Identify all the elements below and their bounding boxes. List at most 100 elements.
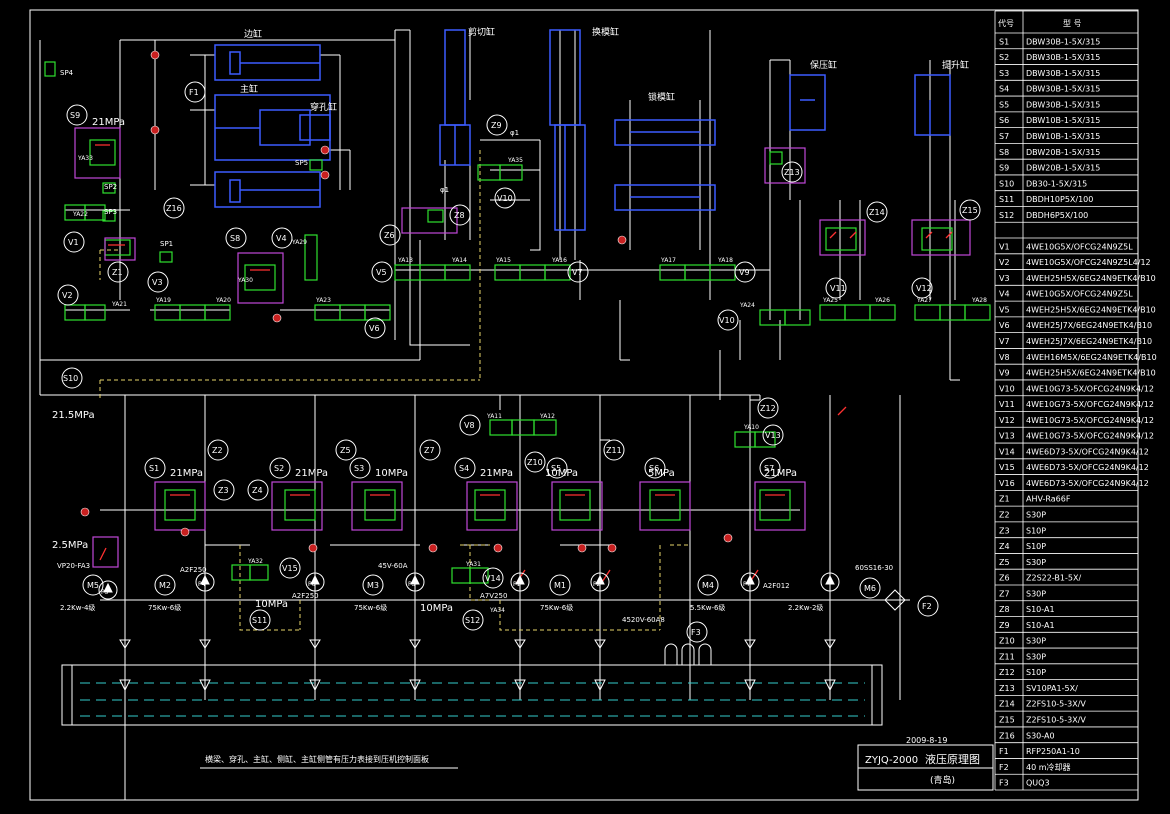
bom-code: Z2 [999, 510, 1010, 519]
bom-model: 4WE10G73-5X/OFCG24N9K4/12 [1026, 432, 1154, 441]
bom-code: V4 [999, 290, 1010, 299]
bom-code: Z12 [999, 668, 1015, 677]
label-v4: V4 [276, 234, 287, 243]
orifice-phi1b: φ1 [440, 186, 449, 194]
label-z15: Z15 [962, 206, 978, 215]
bom-code: Z10 [999, 637, 1015, 646]
bom-code: V13 [999, 432, 1015, 441]
bom-model: DBW30B-1-5X/315 [1026, 69, 1100, 78]
bom-model: 4WE6D73-5X/OFCG24N9K4/12 [1026, 447, 1149, 456]
pressure-s4: 21MPa [480, 468, 513, 479]
bom-code: S7 [999, 132, 1009, 141]
bom-code: V15 [999, 463, 1015, 472]
bom-code: Z6 [999, 574, 1010, 583]
label-m6: M6 [864, 584, 876, 593]
bom-code: Z3 [999, 526, 1010, 535]
title-place: (青岛) [930, 774, 955, 786]
title-date: 2009-8-19 [906, 736, 947, 745]
callouts [57, 81, 981, 643]
bom-code: S10 [999, 179, 1014, 188]
pressure-s1: 21MPa [170, 468, 203, 479]
label-m3: M3 [367, 581, 379, 590]
bom-code: V7 [999, 337, 1010, 346]
label-s3: S3 [354, 464, 364, 473]
label-s12: S12 [465, 616, 480, 625]
label-p6: P6 [308, 581, 316, 588]
bom-code: S12 [999, 211, 1014, 220]
bom-model: 4WE10G5X/OFCG24N9Z5L4/12 [1026, 258, 1151, 267]
bom-code: S1 [999, 37, 1009, 46]
bom-model: DBW20B-1-5X/315 [1026, 148, 1100, 157]
label-v1: V1 [68, 238, 79, 247]
bom-code: V3 [999, 274, 1010, 283]
bom-code: S5 [999, 100, 1009, 109]
label-z14: Z14 [869, 208, 885, 217]
bom-model: DBW30B-1-5X/315 [1026, 37, 1100, 46]
pump-m6-motor: 2.2Kw-2级 [788, 603, 823, 612]
label-ya13: YA13 [397, 257, 413, 264]
label-side-cylinder: 边缸 [244, 28, 262, 40]
label-z1: Z1 [112, 268, 123, 277]
label-v9: V9 [739, 268, 750, 277]
label-v7: V7 [572, 268, 583, 277]
bom-header-model: 型 号 [1063, 19, 1082, 28]
pressure-v15: 10MPa [255, 599, 288, 610]
bom-model: Z2S22-B1-5X/ [1026, 574, 1081, 583]
bom-model: Z2FS10-5-3X/V [1026, 716, 1086, 725]
bom-code: Z15 [999, 716, 1015, 725]
pump-p1-model: A7V250 [480, 592, 507, 600]
label-sp3: SP3 [104, 208, 117, 216]
pump-p5-model: VP20-FA3 [57, 562, 90, 570]
label-s6: S6 [649, 464, 659, 473]
label-z2: Z2 [212, 446, 223, 455]
label-s1: S1 [149, 464, 159, 473]
pilot-lines [99, 150, 690, 631]
bom-model: 40 m冷却器 [1026, 762, 1071, 772]
bom-model: DBW30B-1-5X/315 [1026, 53, 1100, 62]
label-s7: S7 [764, 464, 774, 473]
label-pierce-cylinder: 穿孔缸 [310, 101, 337, 113]
bom-model: DBW10B-1-5X/315 [1026, 116, 1100, 125]
bom-model: 4WE6D73-5X/OFCG24N9K4/12 [1026, 479, 1149, 488]
label-s9: S9 [70, 111, 80, 120]
bom-model: 4WEH25J7X/6EG24N9ETK4/B10 [1026, 337, 1152, 346]
bom-code: V1 [999, 242, 1010, 251]
bom-code: V5 [999, 305, 1010, 314]
bom-code: S11 [999, 195, 1014, 204]
label-p5: P5 [101, 589, 109, 596]
label-p3: P3 [408, 581, 416, 588]
oil-tank [61, 643, 883, 726]
label-ya27: YA27 [916, 297, 932, 304]
bom-code: F1 [999, 747, 1009, 756]
bom-model: DBW20B-1-5X/315 [1026, 164, 1100, 173]
label-p4: P4 [198, 581, 206, 588]
label-shear-cylinder: 剪切缸 [468, 26, 495, 38]
label-m4: M4 [702, 581, 714, 590]
label-p1: P1 [513, 581, 521, 588]
pump-p4-motor: 75Kw-6级 [148, 603, 181, 612]
panel-note: 横梁、穿孔、主缸、侧缸、主缸侧管有压力表接到压机控制面板 [205, 754, 429, 764]
label-ya33: YA33 [77, 155, 93, 162]
bom-model: S30P [1026, 637, 1046, 646]
pressure-s6: 5MPa [648, 468, 675, 479]
label-m5: M5 [87, 581, 99, 590]
label-v11: V11 [830, 284, 846, 293]
label-ya15: YA15 [495, 257, 511, 264]
title-name: 液压原理图 [925, 752, 980, 766]
bom-code: Z5 [999, 558, 1010, 567]
pressure-s5: 10MPa [545, 468, 578, 479]
bom-code: V6 [999, 321, 1010, 330]
title-block: 2009-8-19 ZYJQ-2000 液压原理图 (青岛) [857, 736, 994, 791]
bom-code: V10 [999, 384, 1015, 393]
pump-p3-model: 45V-60A [378, 562, 408, 570]
label-ya12: YA12 [539, 413, 555, 420]
bom-code: Z14 [999, 700, 1015, 709]
bom-code: Z8 [999, 605, 1010, 614]
pressure-left: 2.5MPa [52, 540, 88, 551]
bom-model: S10-A1 [1026, 605, 1055, 614]
label-sp1: SP1 [160, 240, 173, 248]
bom-model: S30P [1026, 558, 1046, 567]
label-ya28: YA28 [971, 297, 987, 304]
bom-model: S30P [1026, 589, 1046, 598]
bom-code: V14 [999, 447, 1015, 456]
